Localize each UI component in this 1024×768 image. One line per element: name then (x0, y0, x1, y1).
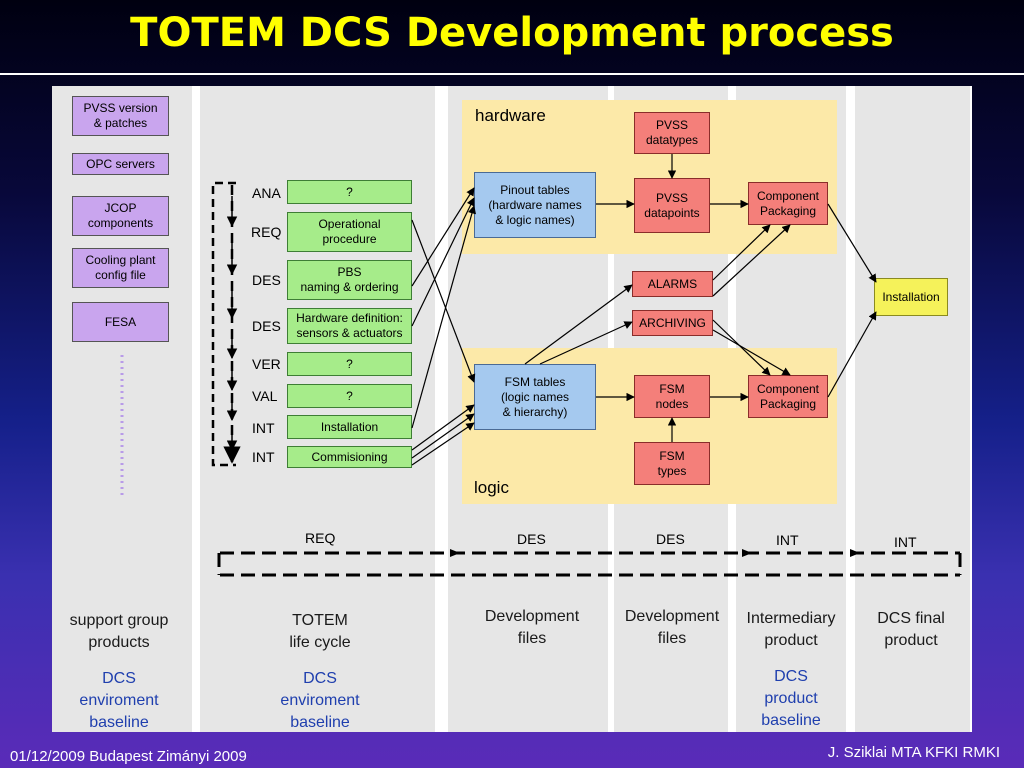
flow-label: INT (894, 534, 917, 550)
phase-label: DES (252, 318, 281, 334)
phase-label: VAL (252, 388, 278, 404)
phase-label: DES (252, 272, 281, 288)
column-footer-title: TOTEM life cycle (289, 612, 351, 651)
installation-node: Installation (874, 278, 948, 316)
support-product: PVSS version & patches (72, 96, 169, 136)
fsm-tables-node: FSM tables (logic names & hierarchy) (474, 364, 596, 430)
lifecycle-task: ? (287, 180, 412, 204)
alarms-node: ALARMS (632, 271, 713, 297)
column-footer-title: Development files (624, 608, 720, 647)
logic-zone-label: logic (474, 478, 509, 497)
title-divider (0, 73, 1024, 75)
phase-label: REQ (251, 224, 282, 240)
phase-label: ANA (252, 185, 281, 201)
lifecycle-task: Operational procedure (287, 212, 412, 252)
pvss-datapoints-node: PVSS datapoints (634, 178, 710, 233)
pvss-datatypes-node: PVSS datatypes (634, 112, 710, 154)
column-final (855, 86, 970, 732)
lifecycle-task: ? (287, 384, 412, 408)
lifecycle-task: Installation (287, 415, 412, 439)
flow-label: INT (776, 532, 799, 548)
flow-label: DES (656, 531, 685, 547)
archiving-node: ARCHIVING (632, 310, 713, 336)
fsm-nodes-node: FSM nodes (634, 375, 710, 418)
column-footer-baseline: DCS enviroment baseline (79, 670, 159, 731)
support-product: Cooling plant config file (72, 248, 169, 288)
phase-label: INT (252, 449, 275, 465)
lifecycle-task: PBS naming & ordering (287, 260, 412, 300)
support-product: FESA (72, 302, 169, 342)
component-packaging-logic: Component Packaging (748, 375, 828, 418)
column-footer-title: Development files (484, 608, 580, 647)
fsm-types-node: FSM types (634, 442, 710, 485)
column-footer-title: support group products (69, 612, 169, 651)
phase-label: VER (252, 356, 281, 372)
footer-date-event: 01/12/2009 Budapest Zimányi 2009 (10, 748, 247, 765)
column-footer-baseline: DCS enviroment baseline (280, 670, 360, 731)
support-product: OPC servers (72, 153, 169, 175)
slide-title: TOTEM DCS Development process (130, 10, 894, 56)
column-footer-title: DCS final product (877, 610, 945, 649)
footer-author: J. Sziklai MTA KFKI RMKI (827, 744, 1000, 761)
lifecycle-task: Commisioning (287, 446, 412, 468)
phase-label: INT (252, 420, 275, 436)
flow-label: REQ (305, 530, 336, 546)
column-footer-baseline: DCS product baseline (761, 668, 821, 729)
column-footer-title: Intermediary product (746, 610, 836, 649)
lifecycle-task: ? (287, 352, 412, 376)
support-product: JCOP components (72, 196, 169, 236)
lifecycle-task: Hardware definition: sensors & actuators (287, 308, 412, 344)
hardware-zone-label: hardware (475, 106, 546, 125)
flow-label: DES (517, 531, 546, 547)
pinout-tables-node: Pinout tables (hardware names & logic na… (474, 172, 596, 238)
component-packaging-hardware: Component Packaging (748, 182, 828, 225)
